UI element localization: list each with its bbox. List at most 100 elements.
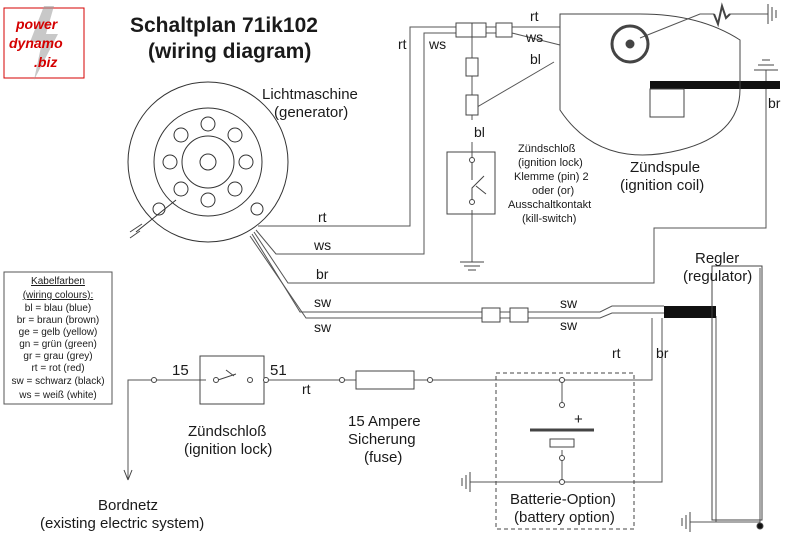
wire-label-rt: rt	[398, 36, 407, 52]
legend-item: ws = weiß (white)	[18, 390, 97, 401]
generator-bolt	[200, 192, 216, 208]
regulator-box	[711, 265, 763, 521]
legend-subtitle: (wiring colours):	[23, 290, 94, 301]
bordnetz-name: Bordnetz	[98, 497, 158, 514]
killswitch-note-6: (kill-switch)	[522, 213, 576, 225]
wire-rt-regulator	[430, 318, 653, 381]
ignition-coil	[559, 2, 741, 156]
plug-connector	[465, 94, 479, 116]
wire-label-sw: sw	[314, 294, 332, 310]
plug-connector	[471, 22, 487, 38]
ignition-lock-translation: (ignition lock)	[184, 441, 272, 458]
ground-icon	[681, 512, 691, 532]
fuse-icon	[355, 370, 415, 390]
regulator	[711, 265, 764, 530]
killswitch-note-4: oder (or)	[532, 185, 574, 197]
wire-label-ws: ws	[525, 29, 543, 45]
battery-plate-short	[549, 438, 575, 448]
legend-frame	[3, 271, 113, 405]
killswitch-note-3: Klemme (pin) 2	[514, 171, 589, 183]
ground-icon	[460, 261, 484, 271]
legend-item: ge = gelb (yellow)	[19, 327, 98, 338]
title-line1: Schaltplan 71ik102	[130, 14, 318, 37]
wire-bl-coil	[471, 61, 555, 111]
wire-label-ws: ws	[428, 36, 446, 52]
arrow-down-icon	[123, 469, 133, 481]
ground-icon	[129, 223, 143, 239]
wire-regulator-ground	[715, 316, 760, 523]
wire-sw-generator-a	[251, 233, 482, 313]
wire-bordnetz	[127, 379, 154, 480]
ground-icon	[754, 59, 778, 71]
generator-bolt	[152, 202, 166, 216]
coil-core-bar	[650, 81, 780, 89]
logo-line1: power	[15, 16, 59, 32]
wire-label-br: br	[316, 266, 329, 282]
generator-outer-ring	[127, 81, 289, 243]
killswitch-note-2: (ignition lock)	[518, 157, 583, 169]
wire-sw-generator-b	[249, 235, 482, 319]
wire-colour-legend: Kabelfarben (wiring colours): bl = blau …	[3, 271, 113, 405]
kill-switch-box	[446, 151, 496, 215]
battery-plus-sign: +	[574, 411, 583, 428]
wire-br-regulator	[470, 318, 663, 483]
legend-title: Kabelfarben	[31, 276, 85, 287]
ground-icon	[461, 472, 471, 492]
connectors	[355, 22, 529, 390]
coil-winding-center	[625, 39, 635, 49]
wire-sw-reg-b	[500, 312, 664, 319]
wire-sw-reg-a	[500, 305, 664, 313]
generator-bolt	[227, 127, 243, 143]
generator-bolt	[238, 154, 254, 170]
kill-switch	[446, 151, 496, 215]
plug-connector	[495, 22, 513, 38]
wire-rt-generator	[258, 26, 456, 227]
legend-item: bl = blau (blue)	[25, 303, 91, 314]
coil-name: Zündspule	[630, 159, 700, 176]
wire-label-rt: rt	[318, 209, 327, 225]
ignition-pin-51: 51	[270, 362, 287, 379]
battery-name: Batterie-Option)	[510, 491, 616, 508]
ignition-pin-15: 15	[172, 362, 189, 379]
generator-bolt	[200, 116, 216, 132]
wire-ws-top	[486, 32, 561, 46]
ignition-coil-outline	[559, 13, 741, 156]
regulator-name: Regler	[695, 250, 739, 267]
title-line2: (wiring diagram)	[148, 40, 311, 63]
generator-shaft	[199, 153, 217, 171]
killswitch-note-5: Ausschaltkontakt	[508, 199, 591, 211]
junction-dot	[756, 522, 764, 530]
wire-ws-generator	[255, 32, 456, 255]
legend-item: rt = rot (red)	[31, 363, 84, 374]
regulator-translation: (regulator)	[683, 268, 752, 285]
generator-inner-ring	[153, 107, 263, 217]
coil-winding-icon	[610, 24, 650, 64]
battery-translation: (battery option)	[514, 509, 615, 526]
generator-name: Lichtmaschine	[262, 86, 358, 103]
plug-connector	[465, 57, 479, 77]
kill-switch-contact-icon	[471, 162, 487, 200]
wire-label-br: br	[656, 345, 669, 361]
ignition-lock	[123, 355, 433, 481]
generator-bolt	[250, 202, 264, 216]
wire-label-rt: rt	[612, 345, 621, 361]
logo: power dynamo .biz	[3, 6, 85, 80]
plug-connector	[481, 307, 501, 323]
generator-bolt	[173, 181, 189, 197]
fuse-line2: Sicherung	[348, 431, 416, 448]
wire-br-generator	[253, 89, 767, 284]
plug-connector	[455, 22, 473, 38]
generator-bolt	[162, 154, 178, 170]
coil-translation: (ignition coil)	[620, 177, 704, 194]
wire-label-rt: rt	[302, 381, 311, 397]
lightning-icon	[30, 6, 58, 80]
fuse-line3: (fuse)	[364, 449, 402, 466]
legend-item: br = braun (brown)	[17, 315, 100, 326]
ignition-lock-name: Zündschloß	[188, 423, 266, 440]
legend-item: gr = grau (grey)	[23, 351, 92, 362]
generator-translation: (generator)	[274, 104, 348, 121]
wire-label-rt: rt	[530, 8, 539, 24]
wire-label-sw: sw	[560, 317, 578, 333]
wire-label-br: br	[768, 95, 781, 111]
generator	[127, 81, 289, 243]
